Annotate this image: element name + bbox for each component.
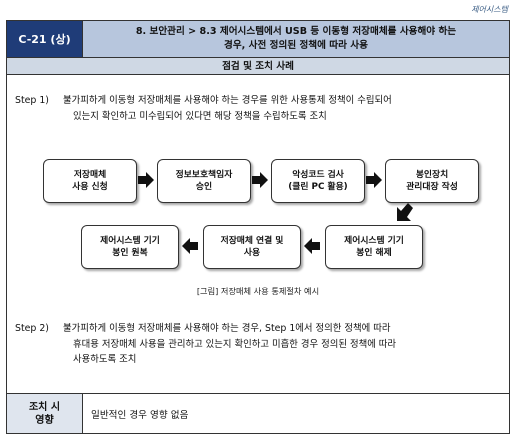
item-title: 8. 보안관리 > 8.3 제어시스템에서 USB 등 이동형 저장매체를 사용…	[83, 21, 509, 57]
arrow-down-left-icon	[397, 203, 413, 221]
figure-caption: [그림] 저장매체 사용 통제절차 예시	[196, 286, 320, 296]
flow-box-malware-scan-line1: 악성코드 검사	[292, 170, 344, 180]
flow-box-seal-release: 제어시스템 기기 봉인 해제	[325, 225, 423, 269]
flow-box-seal-restore-line1: 제어시스템 기기	[100, 236, 160, 246]
checklist-table: C-21 (상) 8. 보안관리 > 8.3 제어시스템에서 USB 등 이동형…	[6, 20, 510, 434]
step-1: Step 1) 불가피하게 이동형 저장매체를 사용해야 하는 경우를 위한 사…	[15, 93, 501, 124]
flow-box-seal-register: 봉인장치 관리대장 작성	[385, 159, 479, 203]
impact-row: 조치 시 영향 일반적인 경우 영향 없음	[7, 393, 509, 433]
item-code: C-21 (상)	[7, 21, 83, 57]
header-note: 제어시스템	[471, 5, 508, 14]
step-2-line2: 휴대용 저장매체 사용을 관리하고 있는지 확인하고 미흡한 경우 정의된 정책…	[73, 338, 397, 350]
impact-label: 조치 시 영향	[7, 394, 83, 433]
arrow-left-icon	[304, 238, 320, 254]
flow-box-connect-use-line2: 사용	[243, 248, 261, 258]
flow-box-seal-register-line2: 관리대장 작성	[406, 182, 458, 192]
flow-box-approve-line2: 승인	[195, 182, 213, 192]
flow-box-malware-scan-line2: (클린 PC 활용)	[288, 182, 348, 192]
impact-value: 일반적인 경우 영향 없음	[91, 409, 189, 421]
impact-label-line1: 조치 시	[28, 401, 61, 413]
flow-box-request-line2: 사용 신청	[72, 182, 108, 192]
step-1-line1: 불가피하게 이동형 저장매체를 사용해야 하는 경우를 위한 사용통제 정책이 …	[63, 95, 392, 106]
flow-box-seal-register-line1: 봉인장치	[415, 170, 449, 180]
flow-box-seal-release-line1: 제어시스템 기기	[344, 236, 404, 246]
flow-box-request-line1: 저장매체	[73, 170, 107, 180]
step-2-line1: 불가피하게 이동형 저장매체를 사용해야 하는 경우, Step 1에서 정의한…	[63, 323, 391, 334]
arrow-right-icon	[366, 172, 382, 188]
item-header-row: C-21 (상) 8. 보안관리 > 8.3 제어시스템에서 USB 등 이동형…	[7, 21, 509, 57]
flow-box-approve: 정보보호책임자 승인	[157, 159, 251, 203]
step-1-label: Step 1)	[15, 95, 49, 106]
impact-label-line2: 영향	[35, 414, 54, 426]
arrow-right-icon	[252, 172, 268, 188]
flow-box-seal-restore: 제어시스템 기기 봉인 원복	[81, 225, 179, 269]
flow-box-seal-restore-line2: 봉인 원복	[112, 248, 148, 258]
step-2-line3: 사용하도록 조치	[73, 354, 137, 365]
flow-box-seal-release-line2: 봉인 해제	[356, 248, 392, 258]
flow-box-request: 저장매체 사용 신청	[43, 159, 137, 203]
step-1-line2: 있는지 확인하고 미수립되어 있다면 해당 정책을 수립하도록 조치	[73, 110, 327, 122]
section-title: 점검 및 조치 사례	[7, 57, 509, 75]
flow-box-connect-use-line1: 저장매체 연결 및	[220, 236, 284, 246]
item-title-line1: 8. 보안관리 > 8.3 제어시스템에서 USB 등 이동형 저장매체를 사용…	[135, 26, 457, 37]
flow-box-malware-scan: 악성코드 검사 (클린 PC 활용)	[271, 159, 365, 203]
arrow-left-icon	[182, 238, 198, 254]
flow-box-approve-line1: 정보보호책임자	[175, 170, 233, 180]
item-title-line2: 경우, 사전 정의된 정책에 따라 사용	[224, 40, 368, 51]
step-2-label: Step 2)	[15, 323, 49, 334]
flow-box-connect-use: 저장매체 연결 및 사용	[203, 225, 301, 269]
step-2: Step 2) 불가피하게 이동형 저장매체를 사용해야 하는 경우, Step…	[15, 321, 501, 368]
arrow-right-icon	[138, 172, 154, 188]
